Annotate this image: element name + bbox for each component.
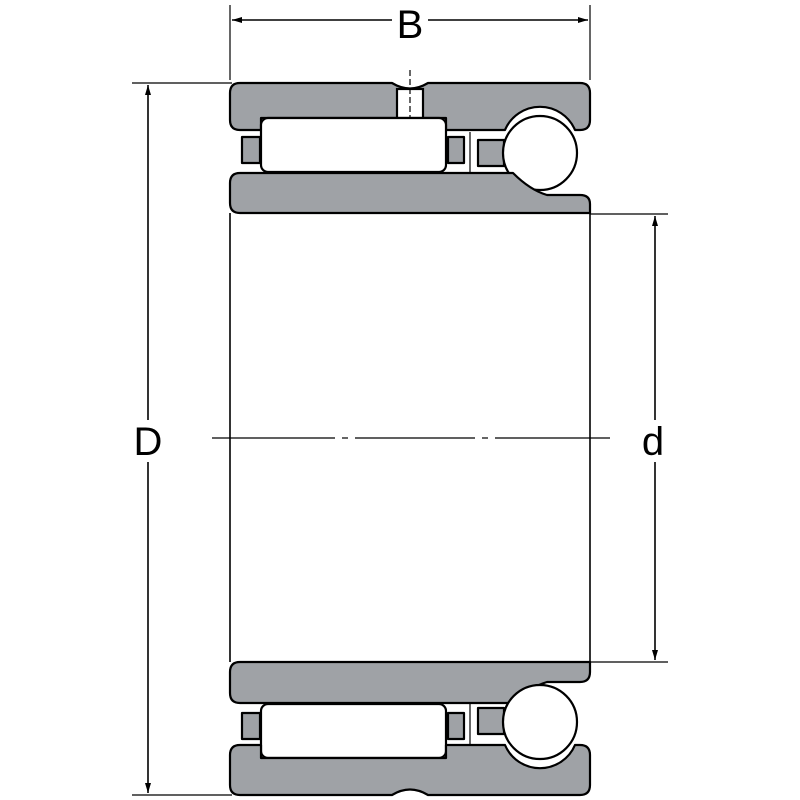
label-bore-diameter: d — [642, 420, 664, 464]
cage-piece-right-bottom — [476, 706, 506, 736]
cage-piece-mid-top — [446, 135, 466, 165]
ball-top — [501, 114, 579, 192]
dimension-outer-diameter: D — [132, 82, 232, 796]
cage-piece-left-bottom — [240, 711, 262, 741]
label-outer-diameter: D — [134, 420, 163, 464]
cage-piece-right-top — [476, 138, 506, 168]
ball-bottom — [501, 683, 579, 761]
lower-section — [228, 660, 592, 797]
upper-section — [228, 70, 592, 215]
label-width: B — [397, 3, 424, 47]
cage-piece-left-top — [240, 135, 262, 165]
outer-ring-bottom — [228, 743, 592, 797]
needle-roller-bottom — [259, 702, 448, 760]
bore-outline — [229, 213, 591, 662]
cage-piece-mid-bottom — [446, 711, 466, 741]
dimension-width: B — [229, 3, 591, 80]
inner-ring-top — [228, 171, 592, 215]
needle-roller-top — [259, 116, 448, 174]
dimension-bore-diameter: d — [590, 213, 668, 663]
